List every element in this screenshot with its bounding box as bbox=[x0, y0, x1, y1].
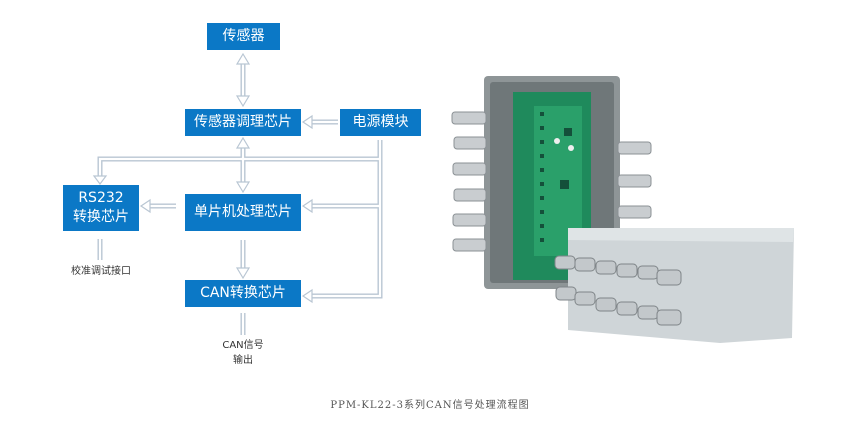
node-can-chip: CAN转换芯片 bbox=[185, 280, 301, 307]
node-label: 电源模块 bbox=[352, 114, 409, 130]
node-conditioning-chip: 传感器调理芯片 bbox=[185, 109, 301, 136]
can-output-label: CAN信号输出 bbox=[208, 338, 278, 368]
node-label: 单片机处理芯片 bbox=[194, 204, 292, 220]
can-output-line2: 输出 bbox=[233, 355, 253, 366]
can-output-line1: CAN信号 bbox=[222, 340, 264, 351]
node-mcu-chip: 单片机处理芯片 bbox=[185, 194, 301, 231]
calibration-interface-label: 校准调试接口 bbox=[71, 266, 131, 277]
node-label: RS232 bbox=[78, 190, 124, 206]
node-label: 转换芯片 bbox=[73, 209, 129, 225]
closed-enclosure bbox=[554, 228, 794, 343]
node-power-module: 电源模块 bbox=[340, 109, 421, 136]
node-label: 传感器 bbox=[222, 28, 265, 44]
node-sensor: 传感器 bbox=[207, 23, 280, 50]
node-rs232-chip: RS232 转换芯片 bbox=[63, 185, 139, 231]
node-label: 传感器调理芯片 bbox=[194, 114, 292, 130]
figure-caption: PPM-KL22-3系列CAN信号处理流程图 bbox=[330, 400, 530, 411]
node-label: CAN转换芯片 bbox=[200, 285, 286, 301]
